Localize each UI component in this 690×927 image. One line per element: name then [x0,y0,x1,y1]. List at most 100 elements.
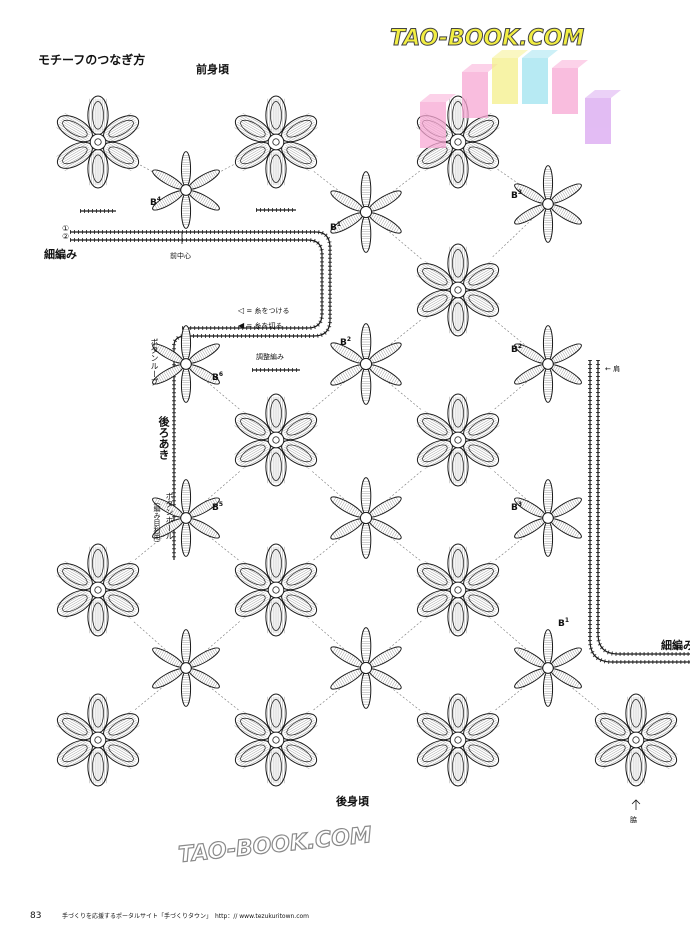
motif-center [359,511,373,525]
narrow-petal [152,668,184,689]
joining-line [97,517,187,591]
motif-center [267,581,285,599]
star-motif [514,325,582,403]
petal [447,543,469,584]
petal [56,561,94,593]
petal [447,596,469,637]
motif-center [542,358,554,370]
motif-center [267,731,285,749]
petal [416,561,454,593]
narrow-petal [330,342,364,364]
petal [234,437,272,469]
row-marker-2: ② [62,232,70,241]
narrow-petal [550,364,582,385]
narrow-petal [188,668,220,689]
narrow-petal [550,518,582,539]
narrow-petal [368,190,402,212]
narrow-petal [550,497,582,518]
narrow-petal [152,647,184,668]
motif-label-b5: B5 [212,501,224,513]
star-motif [152,325,220,403]
motif-label-b3-top: B3 [511,189,523,201]
petal [447,296,469,337]
petal [462,587,500,619]
narrow-petal [360,521,372,559]
petal [625,693,647,734]
motif-center [89,731,107,749]
narrow-petal [180,520,192,557]
narrow-petal [180,366,192,403]
motif-center [542,198,554,210]
narrow-petal [514,364,546,385]
narrow-petal [550,183,582,204]
front-neck-band-stitches [70,230,332,560]
narrow-petal [180,151,192,188]
narrow-petal [542,165,554,202]
footer-text: 手づくりを応援するポータルサイト「手づくりタウン」 http：// www.te… [62,913,310,920]
motif-center [89,133,107,151]
legend-attach-yarn: ◁ = 糸をつける [238,307,289,315]
watermark-top: TAO-BOOK.COM [389,26,585,52]
narrow-petal [188,364,220,385]
petal [594,737,632,769]
star-motif [330,627,402,709]
motif-center [542,662,554,674]
narrow-petal [180,670,192,707]
center-front-label: 前中心 [170,252,191,260]
narrow-petal [368,212,402,234]
narrow-petal [330,518,364,540]
flower-motif [229,95,323,189]
flower-motif [229,693,323,787]
narrow-petal [360,367,372,405]
narrow-petal [542,366,554,403]
narrow-petal [180,192,192,229]
petal [56,711,94,743]
petal [280,587,318,619]
narrow-petal [188,169,220,190]
decorative-cube [420,94,456,148]
decorative-cube [462,64,498,118]
petal [416,411,454,443]
petal [416,711,454,743]
flower-motif [229,543,323,637]
filled-triangle-icon: ◀ [238,321,245,330]
joining-line [275,141,367,213]
shoulder-label: ← 肩 [605,365,621,373]
diagram-title: モチーフのつなぎ方 [38,53,146,67]
narrow-petal [514,183,546,204]
petal [462,261,500,293]
narrow-petal [152,343,184,364]
petal [462,411,500,443]
narrow-petal [514,668,546,689]
petal [416,261,454,293]
decorative-cube [522,50,558,104]
petal [265,446,287,487]
single-crochet-label-left: 細編み [44,248,77,261]
narrow-petal [180,325,192,362]
motif-label-b6: B6 [212,371,224,383]
narrow-petal [542,325,554,362]
back-opening-label: 後ろあき [157,416,170,460]
motif-center [180,184,192,196]
narrow-petal [368,496,402,518]
motif-label-b1-bottom: B1 [558,617,570,629]
petal [102,561,140,593]
narrow-petal [330,496,364,518]
decorative-cube [492,50,528,104]
narrow-petal [188,647,220,668]
narrow-petal [152,190,184,211]
star-motif [514,629,582,707]
narrow-petal [180,629,192,666]
narrow-petal [542,520,554,557]
row-marker-1: ① [62,224,70,233]
star-motif [330,171,402,253]
petal [280,711,318,743]
petal [87,543,109,584]
narrow-petal [360,477,372,515]
back-body-label: 後身頃 [336,795,369,808]
motif-center [449,133,467,151]
petal [594,711,632,743]
front-neck-band-inner [70,239,323,329]
narrow-petal [368,364,402,386]
